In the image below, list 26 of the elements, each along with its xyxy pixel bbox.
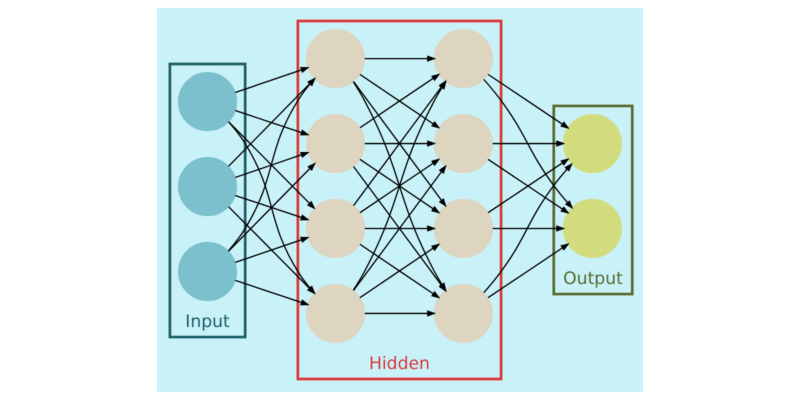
arrow [488, 74, 570, 129]
arrow [235, 280, 310, 306]
node-circle [178, 242, 238, 302]
arrow [483, 78, 574, 210]
arrow [235, 110, 310, 136]
cluster: Input [168, 62, 247, 338]
arrow [228, 162, 316, 252]
cluster: Output [552, 104, 634, 296]
arrow [492, 225, 566, 232]
node-circle [178, 72, 238, 132]
arrow [492, 140, 566, 147]
cluster: Hidden [296, 20, 502, 380]
arrow [228, 77, 316, 167]
arrow [228, 77, 316, 252]
arrow [235, 236, 310, 263]
arrow [364, 55, 436, 62]
node-circle [178, 157, 238, 216]
arrow [364, 140, 436, 147]
arrow [488, 243, 570, 298]
arrow [235, 152, 310, 178]
arrow [364, 225, 436, 232]
arrow [235, 194, 310, 220]
arrow [483, 162, 573, 294]
arrow [364, 310, 436, 317]
arrow [235, 67, 310, 94]
arrow [228, 121, 316, 210]
